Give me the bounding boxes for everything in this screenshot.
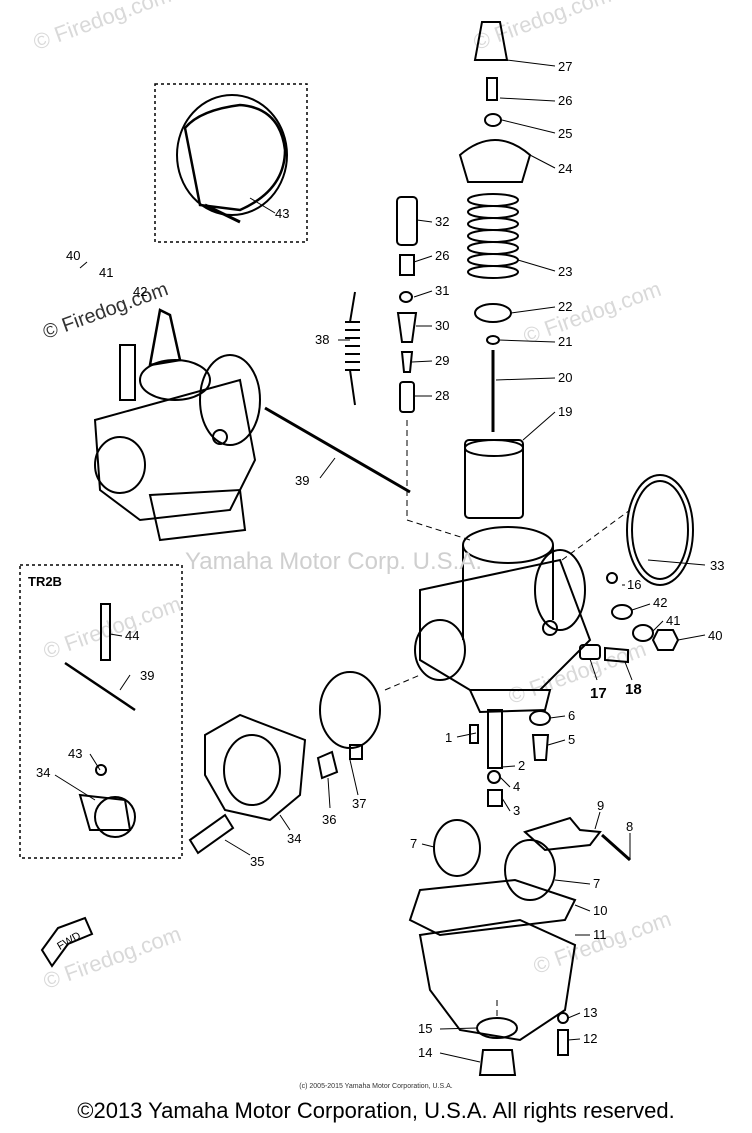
- cap-boot: [473, 21, 509, 61]
- callout-17: 17: [590, 685, 607, 702]
- callout-3: 3: [513, 803, 520, 818]
- callout-7b: 7: [593, 876, 600, 891]
- callout-30: 30: [435, 318, 449, 333]
- callout-44: 44: [125, 628, 139, 643]
- callout-11: 11: [593, 927, 607, 942]
- fwd-arrow: [40, 916, 94, 968]
- assembled-carburetor: [93, 308, 261, 542]
- callout-4: 4: [513, 779, 520, 794]
- callout-41b: 41: [666, 613, 680, 628]
- callout-41: 41: [99, 265, 113, 280]
- callout-40: 40: [66, 248, 80, 263]
- callout-26b: 26: [435, 248, 449, 263]
- copyright-notice: ©2013 Yamaha Motor Corporation, U.S.A. A…: [77, 1098, 675, 1123]
- return-spring: [345, 291, 360, 406]
- callout-13: 13: [583, 1005, 597, 1020]
- fwd-label: FWD: [55, 930, 83, 953]
- callout-27: 27: [558, 59, 572, 74]
- callout-10: 10: [593, 903, 607, 918]
- tr2b-box: [19, 564, 183, 859]
- callout-2: 2: [518, 758, 525, 773]
- callout-42b: 42: [653, 595, 667, 610]
- callout-16: 16: [627, 577, 641, 592]
- float-chamber: [418, 918, 577, 1042]
- callout-15: 15: [418, 1021, 432, 1036]
- air-funnel: [626, 474, 694, 586]
- mixing-chamber-top: [458, 139, 532, 183]
- callout-36: 36: [322, 812, 336, 827]
- callout-35: 35: [250, 854, 264, 869]
- callout-33: 33: [710, 558, 724, 573]
- callout-26: 26: [558, 93, 572, 108]
- callout-37: 37: [352, 796, 366, 811]
- callout-19: 19: [558, 404, 572, 419]
- callout-5: 5: [568, 732, 575, 747]
- callout-9: 9: [597, 798, 604, 813]
- callout-32: 32: [435, 214, 449, 229]
- callout-6: 6: [568, 708, 575, 723]
- callout-23: 23: [558, 264, 572, 279]
- callout-20: 20: [558, 370, 572, 385]
- callout-39: 39: [295, 473, 309, 488]
- float: [504, 839, 556, 901]
- callout-18: 18: [625, 681, 642, 698]
- clamp: [319, 671, 381, 749]
- callout-38: 38: [315, 332, 329, 347]
- callout-43: 43: [275, 206, 289, 221]
- air-filter-box: [154, 83, 308, 243]
- callout-42: 42: [133, 284, 147, 299]
- callout-24: 24: [558, 161, 572, 176]
- carburetor-body: [414, 526, 592, 714]
- callout-29: 29: [435, 353, 449, 368]
- throttle-cable: [264, 406, 411, 494]
- tr2b-label: TR2B: [28, 574, 62, 589]
- callout-34: 34: [287, 831, 301, 846]
- callout-1: 1: [445, 730, 452, 745]
- callout-12: 12: [583, 1031, 597, 1046]
- callout-31: 31: [435, 283, 449, 298]
- throttle-valve-spring: [467, 193, 519, 279]
- callout-22: 22: [558, 299, 572, 314]
- intake-manifold: [204, 713, 307, 822]
- callout-28: 28: [435, 388, 449, 403]
- center-watermark: Yamaha Motor Corp. U.S.A.: [185, 548, 482, 575]
- float: [433, 819, 481, 877]
- callout-8: 8: [626, 819, 633, 834]
- fine-print: (c) 2005-2015 Yamaha Motor Corporation, …: [299, 1083, 453, 1090]
- float-bowl-gasket: [408, 878, 577, 937]
- callout-14: 14: [418, 1045, 432, 1060]
- callout-7: 7: [410, 836, 417, 851]
- callout-39b: 39: [140, 668, 154, 683]
- throttle-valve: [464, 439, 524, 519]
- callout-34b: 34: [36, 765, 50, 780]
- air-filter: [176, 94, 288, 216]
- callout-43b: 43: [68, 746, 82, 761]
- callout-25: 25: [558, 126, 572, 141]
- callout-21: 21: [558, 334, 572, 349]
- callout-40b: 40: [708, 628, 722, 643]
